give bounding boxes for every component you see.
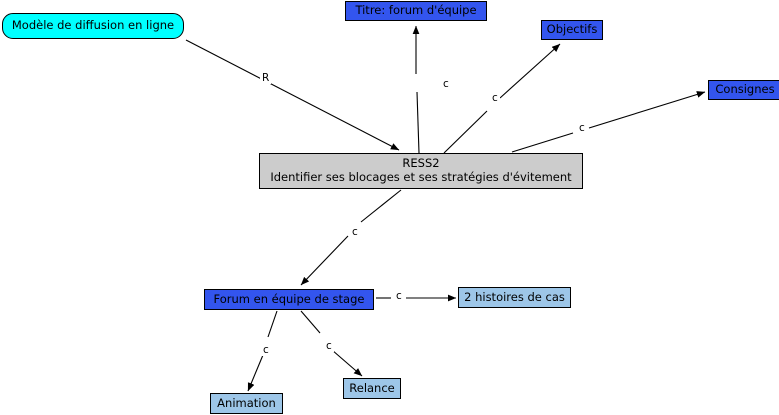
node-label: Titre: forum d'équipe [355,3,477,18]
edge-ress2-objectifs-head [499,43,561,99]
node-label: Objectifs [546,22,598,37]
node-animation[interactable]: Animation [210,393,283,414]
node-ress2[interactable]: RESS2 Identifier ses blocages et ses str… [259,153,583,189]
node-titre-forum-equipe[interactable]: Titre: forum d'équipe [345,1,487,21]
edge-label-forum-animation: c [261,344,271,356]
edge-ress2-forum-head [300,235,349,286]
edge-ress2-forum [360,189,402,223]
edge-label-modele-ress2: R [260,72,272,84]
edge-ress2-consignes [511,132,574,153]
node-modele-diffusion[interactable]: Modèle de diffusion en ligne [2,13,184,39]
node-label: Relance [349,380,395,395]
node-label: Consignes [715,82,775,97]
node-label-description: Identifier ses blocages et ses stratégie… [270,170,572,184]
edge-label-ress2-consignes: c [577,122,587,134]
edge-label-forum-relance: c [324,340,334,352]
edge-ress2-titre [416,91,420,154]
node-label: Animation [217,395,276,410]
node-objectifs[interactable]: Objectifs [541,20,603,40]
node-relance[interactable]: Relance [343,378,401,399]
edge-forum-relance-head [331,349,363,377]
edge-ress2-consignes-head [588,91,706,129]
node-label: Modèle de diffusion en ligne [11,18,175,33]
node-2-histoires-de-cas[interactable]: 2 histoires de cas [458,287,571,308]
node-consignes[interactable]: Consignes [708,80,779,100]
edge-forum-relance [300,310,321,334]
node-label-title: RESS2 [402,156,440,171]
edge-forum-animation [267,310,278,338]
node-forum-equipe-stage[interactable]: Forum en équipe de stage [204,289,374,310]
node-label: 2 histoires de cas [464,289,565,304]
edge-label-ress2-objectifs: c [490,92,500,104]
edge-label-ress2-titre: c [441,78,451,90]
edge-modele-ress2 [185,39,400,151]
edge-forum-animation-head [247,354,264,392]
edge-label-forum-histoires: c [394,290,404,302]
edge-label-ress2-forum: c [350,226,360,238]
edge-ress2-objectifs [443,110,488,154]
node-label: Forum en équipe de stage [213,291,365,306]
